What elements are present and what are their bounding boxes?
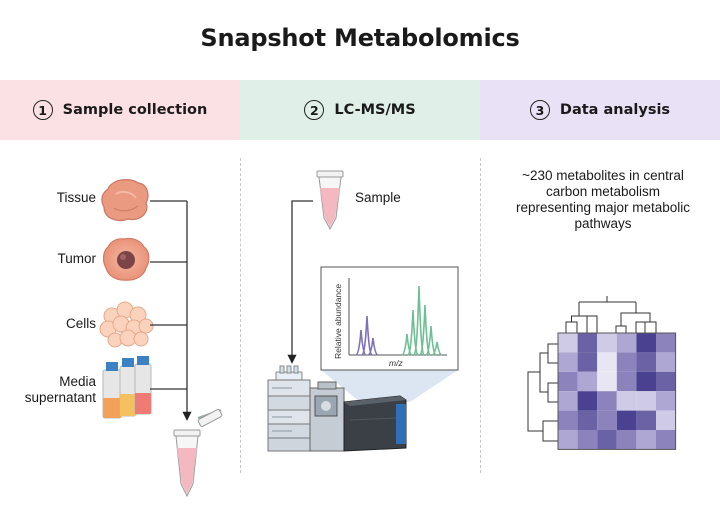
heatmap-cell [636,410,656,430]
column-divider-1 [240,158,241,473]
heatmap-cell [656,371,676,392]
spectrum-xlabel: m/z [389,358,403,368]
step-header-lcms: 2 LC-MS/MS [240,80,480,140]
step-header-data-analysis: 3 Data analysis [480,80,720,140]
heatmap [557,332,677,450]
heatmap-cell [558,352,578,372]
heatmap-cell [558,371,578,392]
sample-label: Sample [355,190,401,205]
heatmap-cell [636,352,656,372]
heatmap-cell [616,430,637,450]
heatmap-cell [577,371,598,392]
heatmap-cell [616,410,637,430]
heatmap-cell [597,391,617,411]
data-analysis-description: ~230 metabolites in central carbon metab… [515,168,691,231]
heatmap-cell [616,333,637,353]
heatmap-cell [558,391,578,411]
step-number-3: 3 [529,100,550,120]
heatmap-cell [616,371,637,392]
tumor-icon [102,237,150,281]
step-label-data-analysis: Data analysis [559,102,671,118]
heatmap-cell [558,410,578,430]
step-number-1: 1 [32,100,53,120]
heatmap-cell [558,430,578,450]
heatmap-cell [636,391,656,411]
step-number-2: 2 [304,100,325,120]
collection-tube-icon [173,409,223,498]
figure-title: Snapshot Metabolomics [200,24,520,52]
media-flasks-icon [102,356,152,419]
heatmap-cell [656,410,676,430]
collection-connectors [150,200,192,421]
heatmap-cell [597,430,617,450]
top-dendrogram [565,296,657,333]
heatmap-cell [597,410,617,430]
heatmap-cell [558,333,578,353]
source-label-cells: Cells [65,316,96,331]
heatmap-cell [577,333,598,353]
source-label-tumor: Tumor [57,251,96,266]
heatmap-cell [597,333,617,353]
spectrum-ylabel: Relative abundance [333,284,343,359]
lc-ms-instrument-icon [267,365,407,452]
heatmap-cell [636,430,656,450]
heatmap-cell [636,333,656,353]
heatmap-border [557,332,677,450]
left-dendrogram [527,343,558,442]
heatmap-cell [656,352,676,372]
heatmap-cell [656,333,676,353]
sample-to-instrument-arrow [287,200,313,364]
heatmap-cell [577,391,598,411]
heatmap-cell [656,391,676,411]
step-label-sample-collection: Sample collection [62,102,208,118]
spectrum-panel: Relative abundance m/z [320,266,459,402]
column-divider-2 [480,158,481,473]
heatmap-cell [636,371,656,392]
step-label-lcms: LC-MS/MS [334,102,416,118]
heatmap-cell [597,352,617,372]
heatmap-cell [577,410,598,430]
heatmap-cell [616,352,637,372]
step-header-sample-collection: 1 Sample collection [0,80,240,140]
heatmap-cell [577,352,598,372]
sample-tube-icon [316,170,344,231]
heatmap-cell [616,391,637,411]
source-label-media-supernatant: Media supernatant [24,374,96,405]
cells-icon [99,301,154,348]
heatmap-cell [597,371,617,392]
source-label-tissue: Tissue [56,190,96,205]
heatmap-cell [656,430,676,450]
tissue-icon [101,179,149,222]
heatmap-cell [577,430,598,450]
